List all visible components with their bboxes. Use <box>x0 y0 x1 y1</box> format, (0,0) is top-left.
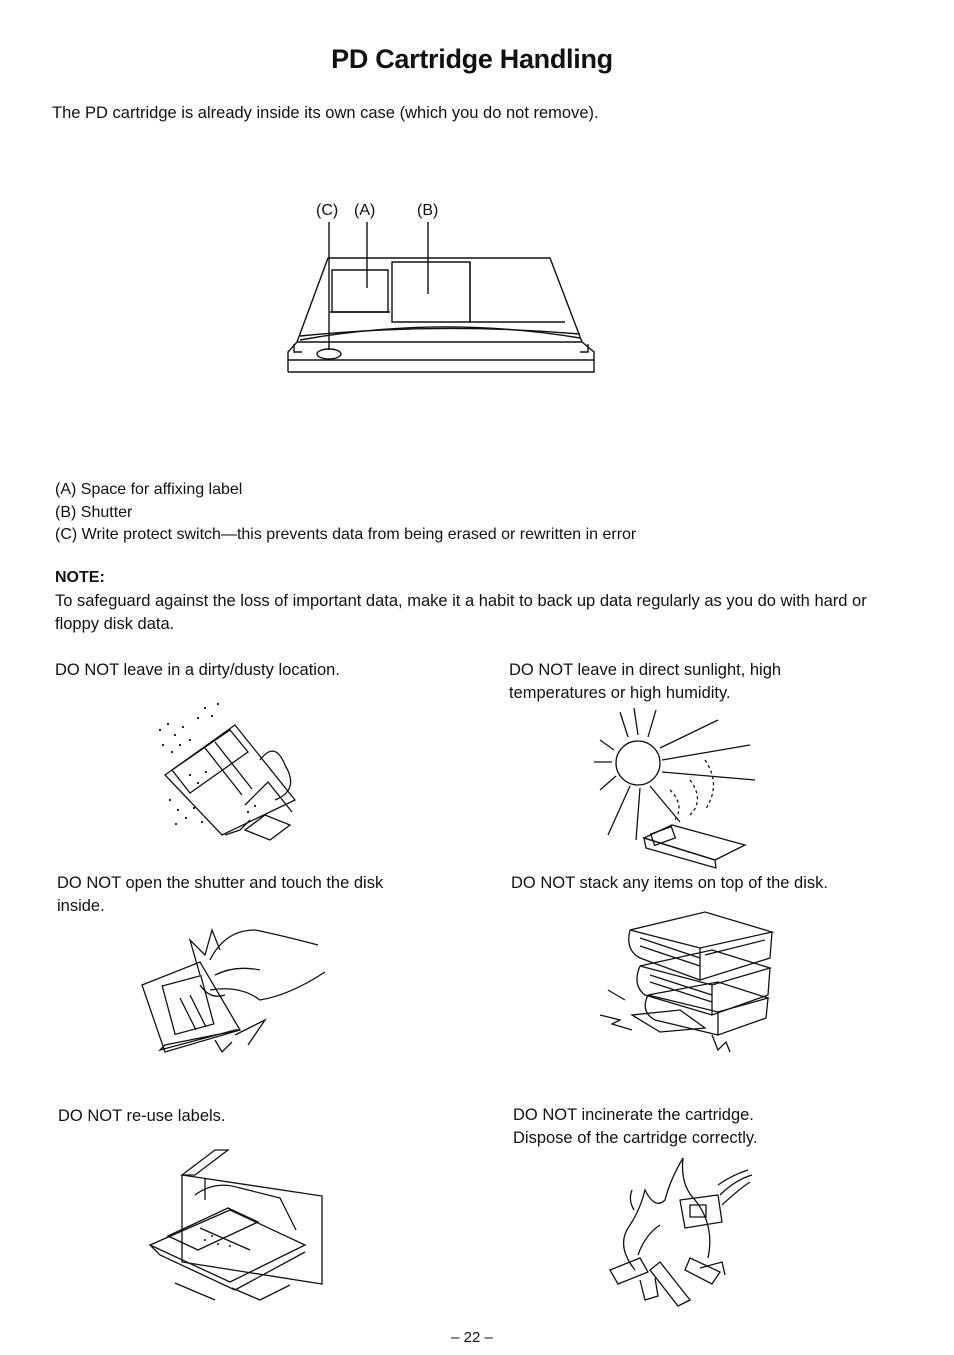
callout-b: (B) <box>417 202 439 219</box>
caution-incinerate: DO NOT incinerate the cartridge. Dispose… <box>513 1106 758 1147</box>
legend-item-c: (C) Write protect switch—this prevents d… <box>55 526 637 543</box>
callout-c: (C) <box>316 202 339 219</box>
note-heading: NOTE: <box>55 569 105 586</box>
legend-item-a: (A) Space for affixing label <box>55 481 243 498</box>
caution-stack: DO NOT stack any items on top of the dis… <box>511 874 828 892</box>
caution-shutter: DO NOT open the shutter and touch the di… <box>57 874 384 915</box>
callout-a: (A) <box>354 202 376 219</box>
note-text: To safeguard against the loss of importa… <box>55 592 867 633</box>
caution-dusty: DO NOT leave in a dirty/dusty location. <box>55 661 340 679</box>
page-number: – 22 – <box>451 1329 493 1346</box>
caution-sunlight: DO NOT leave in direct sunlight, high te… <box>509 661 782 702</box>
intro-text: The PD cartridge is already inside its o… <box>52 104 599 122</box>
caution-labels: DO NOT re-use labels. <box>58 1107 226 1125</box>
legend-item-b: (B) Shutter <box>55 503 133 521</box>
page-title: PD Cartridge Handling <box>331 44 613 74</box>
legend-list: (A) Space for affixing label (B) Shutter… <box>55 479 636 547</box>
